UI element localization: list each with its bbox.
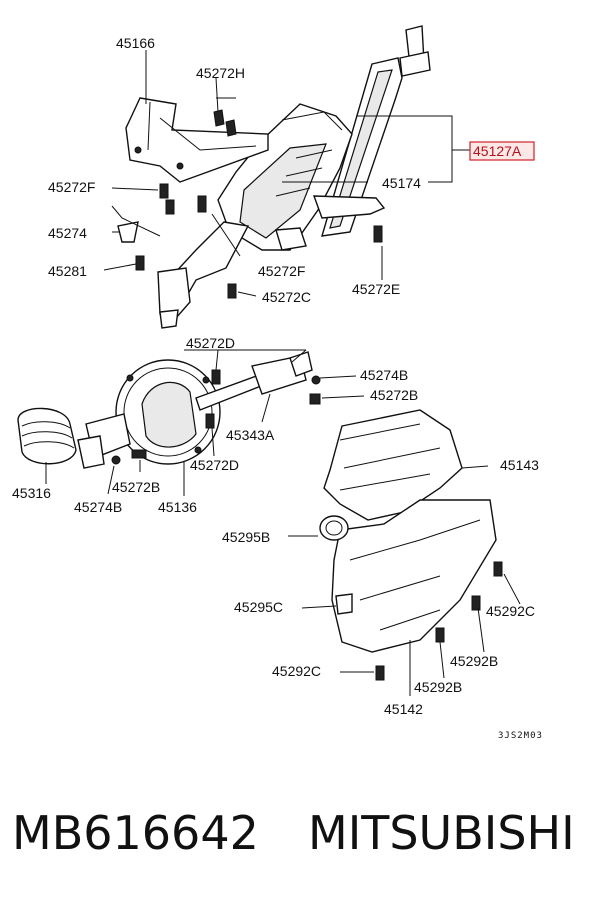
label-45292B-right: 45292B xyxy=(450,653,498,669)
intermediate-shaft-drawing xyxy=(17,351,321,469)
label-45272E: 45272E xyxy=(352,281,400,297)
label-45292C-left: 45292C xyxy=(272,663,321,679)
steering-column-drawing xyxy=(117,25,431,329)
label-45281: 45281 xyxy=(48,263,87,279)
parts-diagram: 45166 45272H 45127A 45272F 45174 45274 4… xyxy=(12,25,543,741)
brand-name: MITSUBISHI xyxy=(308,806,575,860)
label-45142: 45142 xyxy=(384,701,423,717)
label-45272B-left: 45272B xyxy=(112,479,160,495)
caption-bar: MB616642 MITSUBISHI xyxy=(0,800,600,880)
label-45274B-right: 45274B xyxy=(360,367,408,383)
label-45143: 45143 xyxy=(500,457,539,473)
part-labels: 45166 45272H 45127A 45272F 45174 45274 4… xyxy=(12,35,543,741)
figure-code: 3JS2M03 xyxy=(498,731,543,741)
label-45127A: 45127A xyxy=(473,143,522,159)
label-45272B-right: 45272B xyxy=(370,387,418,403)
column-covers-drawing xyxy=(319,409,503,681)
bolts-upper xyxy=(135,109,383,299)
label-45316: 45316 xyxy=(12,485,51,501)
part-number: MB616642 xyxy=(12,806,259,860)
label-45272D-upper: 45272D xyxy=(186,335,235,351)
label-45272H: 45272H xyxy=(196,65,245,81)
label-45295B: 45295B xyxy=(222,529,270,545)
label-45166: 45166 xyxy=(116,35,155,51)
leader-lines xyxy=(45,50,521,696)
label-45292C-right: 45292C xyxy=(486,603,535,619)
label-45272F-lower: 45272F xyxy=(258,263,305,279)
label-45136: 45136 xyxy=(158,499,197,515)
label-45174: 45174 xyxy=(382,175,421,191)
label-45274: 45274 xyxy=(48,225,87,241)
label-45274B-left: 45274B xyxy=(74,499,122,515)
label-45272C: 45272C xyxy=(262,289,311,305)
label-45295C: 45295C xyxy=(234,599,283,615)
label-45272F-upper: 45272F xyxy=(48,179,95,195)
label-45292B-lower: 45292B xyxy=(414,679,462,695)
label-45343A: 45343A xyxy=(226,427,275,443)
label-45272D-lower: 45272D xyxy=(190,457,239,473)
highlight-box-45127A xyxy=(469,141,535,161)
